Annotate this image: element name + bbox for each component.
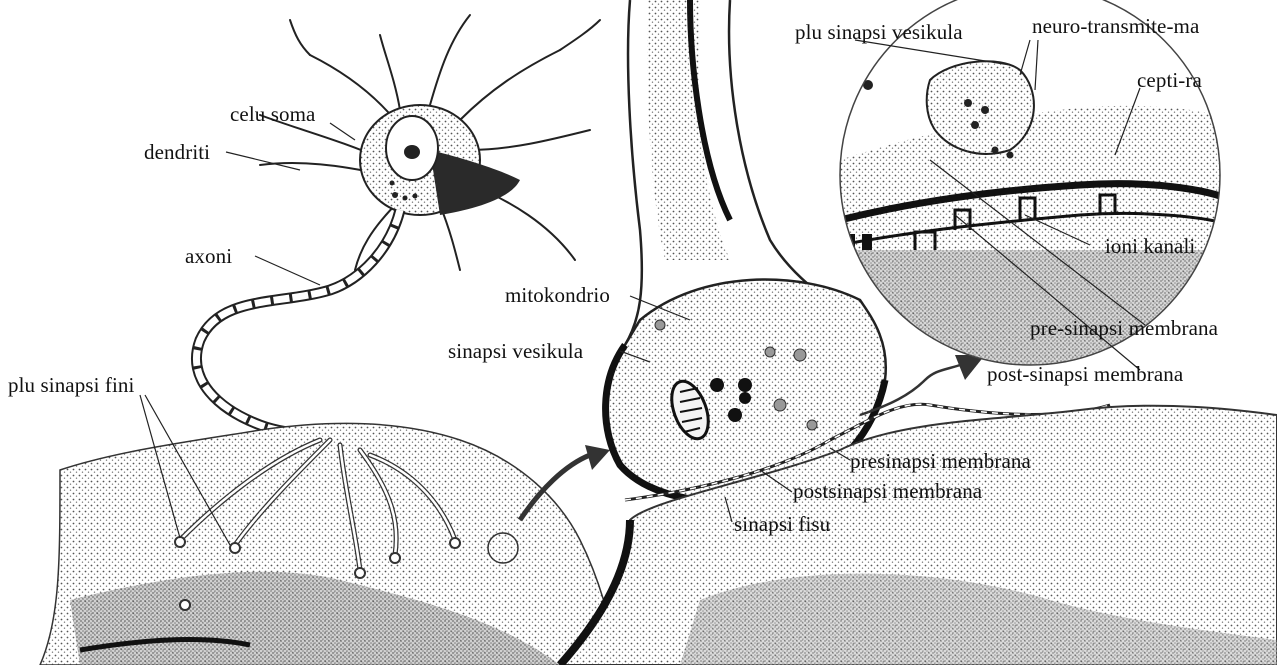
- label-pre-sinapsi-membrana: pre-sinapsi membrana: [1030, 318, 1218, 339]
- label-celu-soma: celu soma: [230, 104, 315, 125]
- magnified-inset: [838, 0, 1230, 370]
- label-postsinapsi-membrana: postsinapsi membrana: [793, 481, 982, 502]
- label-presinapsi-membrana: presinapsi membrana: [850, 451, 1031, 472]
- label-mitokondrio: mitokondrio: [505, 285, 610, 306]
- label-axoni: axoni: [185, 246, 232, 267]
- label-plu-sinapsi-vesikula: plu sinapsi vesikula: [795, 22, 963, 43]
- label-post-sinapsi-membrana: post-sinapsi membrana: [987, 364, 1183, 385]
- label-sinapsi-fisu: sinapsi fisu: [734, 514, 830, 535]
- label-cepti-ra: cepti-ra: [1137, 70, 1202, 91]
- label-sinapsi-vesikula: sinapsi vesikula: [448, 341, 583, 362]
- label-dendriti: dendriti: [144, 142, 210, 163]
- label-ioni-kanali: ioni kanali: [1105, 236, 1195, 257]
- label-neuro-transmite-ma: neuro-transmite-ma: [1032, 16, 1199, 37]
- label-plu-sinapsi-fini: plu sinapsi fini: [8, 375, 134, 396]
